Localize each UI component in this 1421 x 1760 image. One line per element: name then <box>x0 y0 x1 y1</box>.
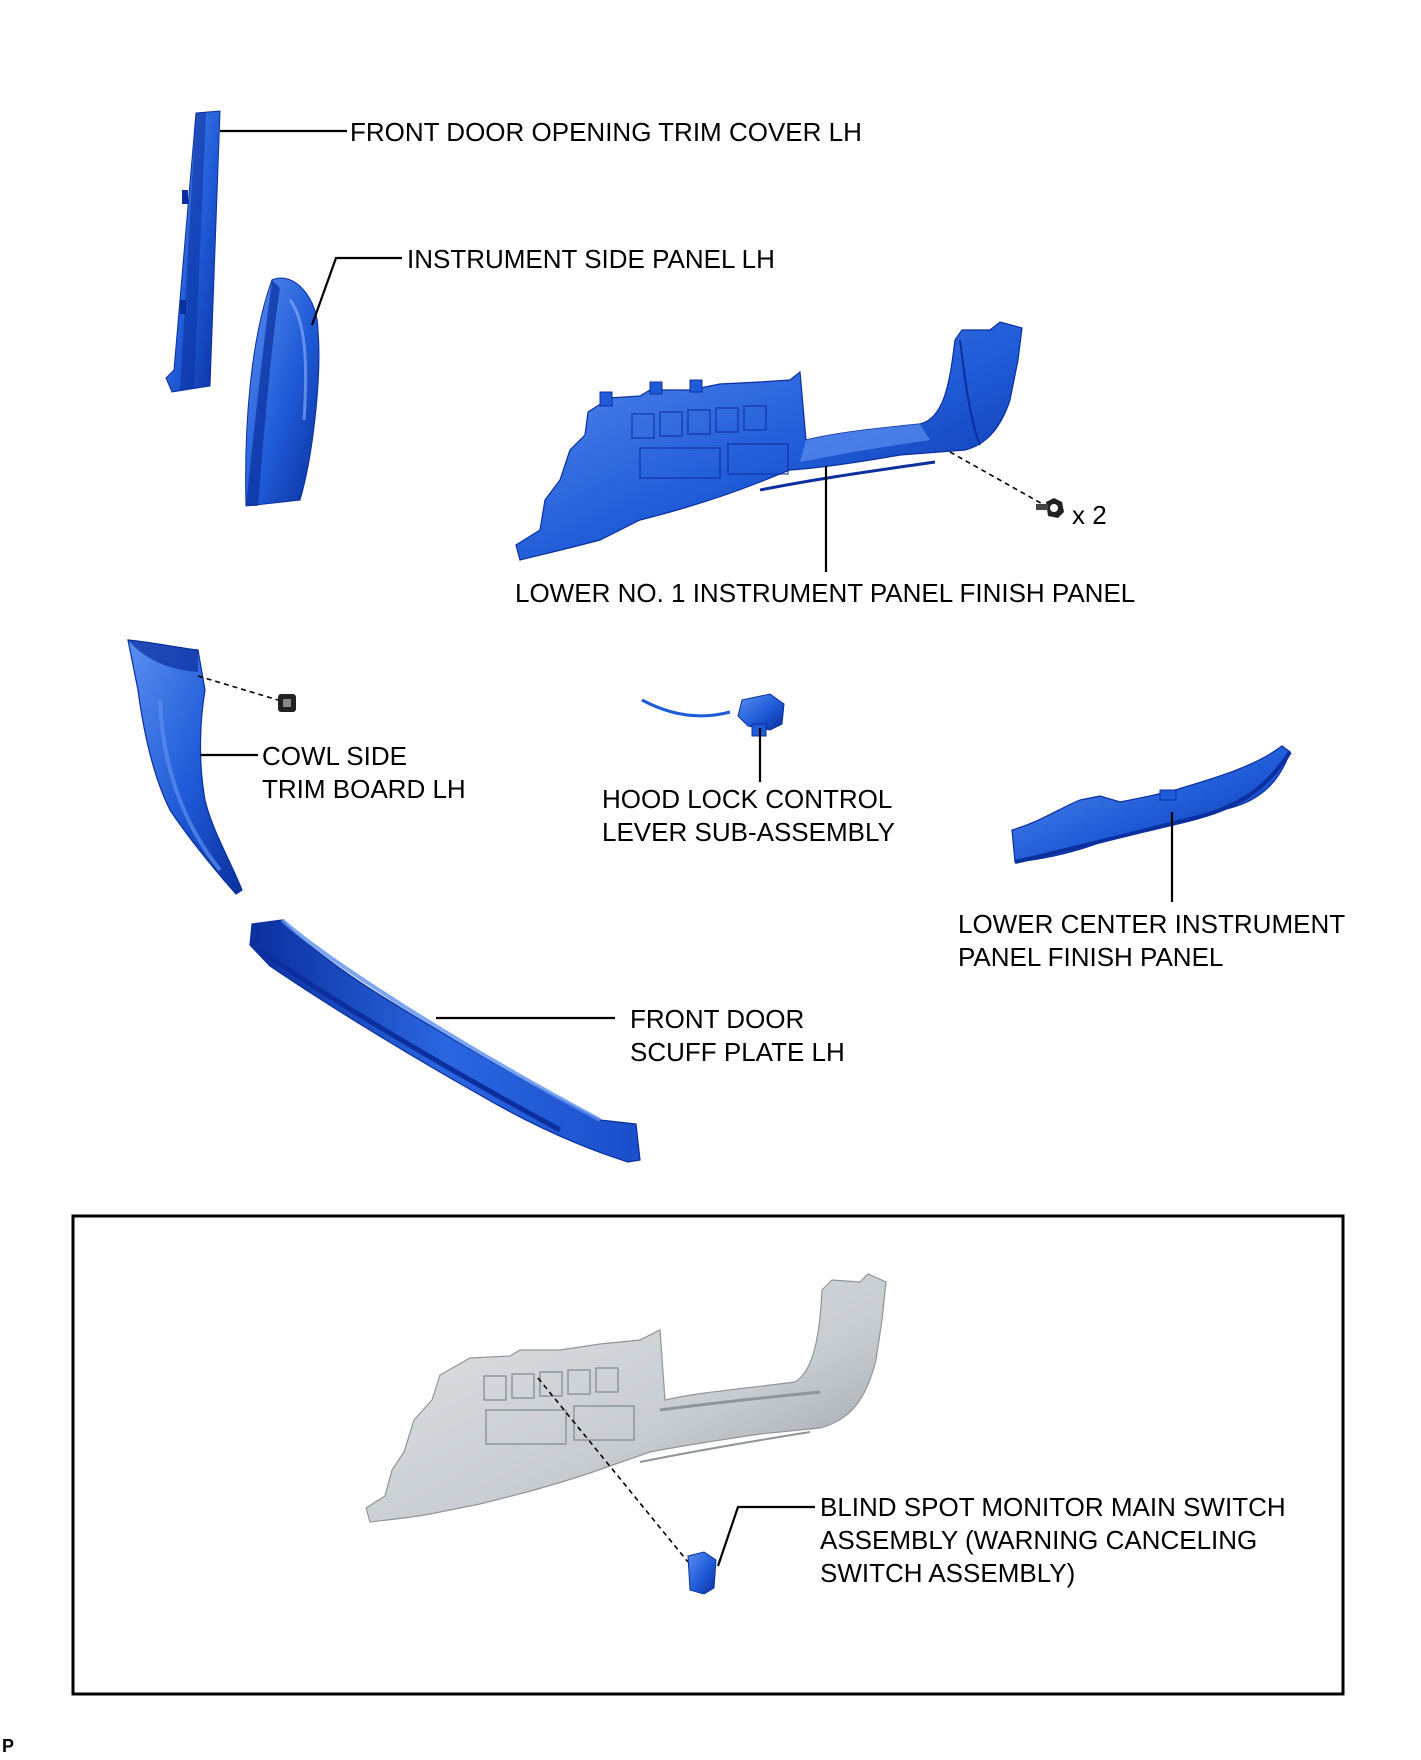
cowl-side-label-line1: COWL SIDE <box>262 741 407 771</box>
blind-spot-leader <box>716 1505 815 1567</box>
scuff-plate-label-line2: SCUFF PLATE LH <box>630 1037 845 1067</box>
bolt-count-label: x 2 <box>1072 500 1107 530</box>
blind-spot-label-line1: BLIND SPOT MONITOR MAIN SWITCH <box>820 1492 1286 1522</box>
clip-dashed-line <box>197 675 279 701</box>
instrument-side-panel-part <box>245 277 320 507</box>
blind-spot-switch-part <box>687 1551 717 1595</box>
scuff-plate-label-line1: FRONT DOOR <box>630 1004 804 1034</box>
switch-dashed-line <box>537 1377 689 1563</box>
detail-box <box>71 1214 1345 1696</box>
cowl-side-trim-board-part <box>127 639 243 895</box>
lower-center-label-line1: LOWER CENTER INSTRUMENT <box>958 909 1345 939</box>
clip-icon <box>278 694 296 712</box>
footer-mark: P <box>2 1736 14 1756</box>
lower-no1-panel-part <box>515 321 1023 561</box>
side-panel-label: INSTRUMENT SIDE PANEL LH <box>407 244 775 274</box>
bolt-dashed-line <box>949 451 1047 507</box>
lower-center-panel-part <box>1011 745 1292 864</box>
panel-ribs <box>631 405 789 479</box>
lower-center-label-line2: PANEL FINISH PANEL <box>958 942 1223 972</box>
cowl-side-label-line2: TRIM BOARD LH <box>262 774 466 804</box>
scuff-plate-part <box>249 918 641 1163</box>
hood-lock-label-line2: LEVER SUB-ASSEMBLY <box>602 817 895 847</box>
front-door-opening-trim-cover-part <box>165 110 221 393</box>
lower-no1-label: LOWER NO. 1 INSTRUMENT PANEL FINISH PANE… <box>515 578 1135 608</box>
blind-spot-label-line2: ASSEMBLY (WARNING CANCELING <box>820 1525 1257 1555</box>
hood-lock-lever-part <box>641 693 785 737</box>
lower-no1-panel-gray-part <box>365 1273 887 1523</box>
bolt-icon <box>1036 498 1064 518</box>
blind-spot-label-line3: SWITCH ASSEMBLY) <box>820 1558 1075 1588</box>
side-panel-leader <box>310 256 402 326</box>
hood-lock-label-line1: HOOD LOCK CONTROL <box>602 784 892 814</box>
trim-cover-label: FRONT DOOR OPENING TRIM COVER LH <box>350 117 862 147</box>
